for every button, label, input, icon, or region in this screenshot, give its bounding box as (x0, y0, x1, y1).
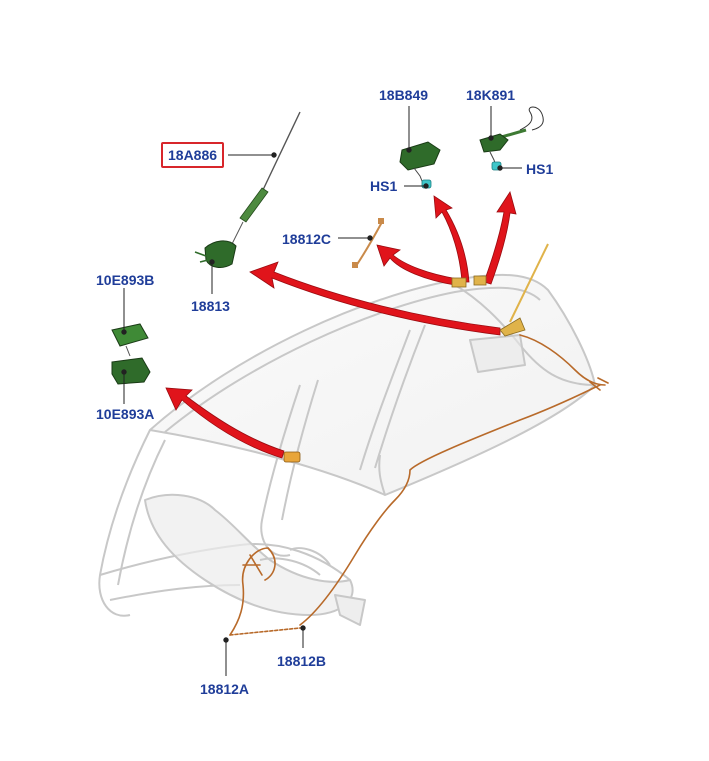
module-18k891 (479, 133, 509, 153)
part-label-18813: 18813 (191, 298, 230, 314)
cable-18812c (355, 221, 383, 267)
module-18k891-assembly (479, 106, 544, 171)
leader-lines (121, 106, 522, 676)
cable-18812c-assembly (352, 218, 384, 268)
part-label-18812b: 18812B (277, 653, 327, 669)
part-label-18812a: 18812A (200, 681, 250, 697)
arrow-to-18b849 (433, 195, 470, 283)
seat-silhouette (144, 493, 354, 616)
part-label-hs1-right: HS1 (526, 161, 554, 177)
wiring-harness (229, 334, 609, 636)
part-label-10e893a: 10E893A (96, 406, 155, 422)
module-10e893a (111, 357, 151, 385)
module-18b849 (399, 141, 441, 171)
antenna-mast (239, 187, 269, 223)
module-10e893-assembly (111, 323, 151, 385)
callout-arrows (165, 191, 517, 459)
a-pillar (98, 429, 151, 617)
harness-18812a (229, 547, 276, 636)
harness-18812b (299, 384, 601, 626)
part-label-18a886: 18A886 (161, 142, 225, 168)
module-10e893b (111, 323, 149, 347)
roof-module-right (473, 275, 487, 286)
module-18b849-assembly (399, 141, 441, 189)
roof-module-left (451, 277, 467, 288)
roof-antenna-rod (509, 243, 549, 323)
interior-module (283, 451, 301, 463)
part-label-18b849: 18B849 (379, 87, 429, 103)
part-label-10e893b: 10E893B (96, 272, 155, 288)
roof-antenna-base (499, 317, 526, 337)
part-label-hs1-left: HS1 (370, 178, 398, 194)
part-label-18k891: 18K891 (466, 87, 516, 103)
roof-components (283, 243, 549, 463)
antenna-base-18813 (204, 240, 237, 268)
arrow-to-10e893a (165, 387, 285, 459)
part-label-18812c: 18812C (282, 231, 332, 247)
arrow-to-18k891 (483, 191, 517, 285)
arrow-to-18813 (249, 261, 501, 336)
arrow-to-18812c (376, 244, 459, 286)
